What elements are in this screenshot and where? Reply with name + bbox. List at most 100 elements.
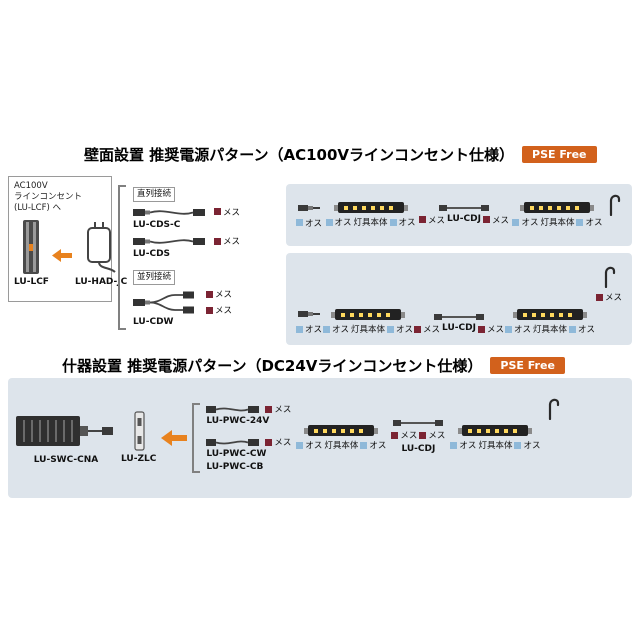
pwc-cable-icon: [206, 406, 260, 414]
male-connector-caption: オス: [323, 323, 349, 335]
female-connector-caption: メス: [391, 429, 417, 441]
male-connector-marker: [387, 325, 395, 333]
series-connection-tag: 直列接続: [133, 187, 176, 202]
pse-free-badge-top: PSE Free: [522, 146, 597, 163]
female-connector-marker: [477, 325, 485, 333]
female-connector-marker: [419, 431, 427, 439]
parallel-connection-group: 並列接続 メス メス: [133, 270, 240, 328]
bottom-section-title-row: 什器設置 推奨電源パターン（DC24Vラインコンセント仕様） PSE Free: [62, 355, 565, 376]
hook-unit: メス: [595, 262, 622, 303]
female-connector-marker: [595, 293, 603, 301]
light-bar-icon: [331, 309, 406, 320]
male-connector-marker: [360, 441, 368, 449]
cable-lu-pwc-24v: メス LU-PWC-24V: [206, 403, 291, 427]
female-connector-caption: メス: [206, 288, 232, 300]
male-label: オス: [521, 218, 539, 228]
fixture-chain-1: オス オス 灯具本体 オス メス LU-CDJ メス: [286, 184, 632, 246]
male-connector-marker: [323, 325, 330, 333]
male-label: オス: [513, 325, 531, 335]
female-connector-marker: [419, 216, 427, 223]
male-connector-marker: [325, 218, 333, 226]
male-connector-marker: [568, 325, 576, 333]
joint-label: LU-CDJ: [447, 213, 481, 224]
power-supply-unit: LU-SWC-CNA: [16, 410, 116, 466]
female-connector-caption: メス: [482, 214, 509, 226]
male-label: オス: [334, 218, 352, 228]
cds-c-label: LU-CDS-C: [133, 219, 181, 230]
cable-lu-cds: メス LU-CDS: [133, 234, 240, 260]
joint-cable-unit: メス LU-CDJ メス: [414, 314, 504, 335]
male-label: オス: [585, 218, 603, 228]
male-label: オス: [332, 325, 350, 335]
cds-label: LU-CDS: [133, 249, 171, 259]
male-connector-caption: オス: [389, 216, 416, 228]
fixture-label: 灯具本体: [351, 325, 386, 335]
hook-icon: [604, 266, 616, 288]
female-connector-marker: [214, 237, 221, 245]
male-label: オス: [398, 218, 416, 228]
bottom-section-title: 什器設置 推奨電源パターン（DC24Vラインコンセント仕様）: [62, 357, 483, 375]
pwc-24v-label: LU-PWC-24V: [206, 416, 270, 427]
fixture-label: 灯具本体: [532, 325, 567, 335]
fixture-unit: オス 灯具本体 オス: [325, 202, 416, 228]
fixture-label: 灯具本体: [540, 218, 575, 228]
ac-source-diagram: LU-LCF LU-HAD-JC: [14, 219, 127, 288]
ac-source-note: AC100V ラインコンセント (LU-LCF) へ: [14, 181, 108, 214]
cdw-female-ends: メス メス: [206, 288, 232, 316]
female-connector-marker: [265, 438, 273, 446]
male-connector-caption: オス: [514, 439, 540, 451]
hook-icon: [609, 194, 621, 216]
female-connector-caption: メス: [265, 436, 291, 448]
psu-label: LU-SWC-CNA: [33, 454, 99, 465]
male-label: オス: [369, 441, 387, 451]
cable-list: 直列接続 メス LU-CDS-C: [126, 185, 240, 330]
feed-plug-icon: [298, 311, 320, 317]
led-strip-icon: [335, 309, 402, 320]
cdw-label: LU-CDW: [133, 317, 174, 327]
male-connector-caption: オス: [568, 323, 595, 335]
cds-cable-icon: [133, 238, 205, 245]
male-connector-caption: オス: [325, 216, 352, 228]
pwc-cw-label: LU-PWC-CW: [206, 449, 267, 460]
ac-source-note-line2: ラインコンセント: [14, 192, 83, 203]
fixture-unit: オス 灯具本体 オス: [296, 425, 386, 451]
female-connector-caption: メス: [214, 206, 240, 218]
top-section-title: 壁面設置 推奨電源パターン（AC100Vラインコンセント仕様）: [84, 146, 515, 164]
male-label: オス: [459, 441, 477, 451]
female-label: メス: [223, 207, 241, 218]
cdw-cable-icon: [133, 291, 194, 313]
fixture-unit: オス 灯具本体 オス: [450, 425, 540, 451]
female-label: メス: [423, 325, 441, 335]
light-bar-icon: [333, 202, 408, 213]
pse-free-badge-bottom: PSE Free: [490, 357, 565, 374]
male-connector-marker: [296, 219, 303, 226]
female-label: メス: [274, 405, 292, 416]
pwc-cb-label: LU-PWC-CB: [206, 461, 264, 472]
cable-lu-cdw: メス メス LU-CDW: [133, 288, 232, 328]
light-bar-icon: [458, 425, 533, 436]
female-connector-caption: メス: [477, 323, 504, 335]
joint-cable-icon: [393, 420, 444, 427]
hook-unit: [606, 190, 622, 216]
series-connection-group: 直列接続 メス LU-CDS-C: [133, 187, 240, 260]
supply-cable-group: 直列接続 メス LU-CDS-C: [118, 185, 240, 331]
female-connector-marker: [414, 325, 422, 333]
male-connector-marker: [512, 218, 520, 226]
power-supply-icon: [16, 415, 113, 446]
male-label: オス: [523, 441, 541, 451]
male-connector-caption: オス: [360, 439, 386, 451]
male-connector-caption: オス: [296, 217, 322, 229]
led-strip-icon: [308, 425, 375, 436]
joint-cable-unit: メス LU-CDJ メス: [419, 204, 509, 226]
male-connector-marker: [576, 218, 584, 226]
male-label: オス: [396, 325, 414, 335]
fixture-label: 灯具本体: [478, 441, 513, 451]
ac-source-note-line1: AC100V: [14, 181, 48, 191]
top-section-title-row: 壁面設置 推奨電源パターン（AC100Vラインコンセント仕様） PSE Free: [84, 144, 597, 165]
male-connector-marker: [389, 218, 397, 226]
hook-icon: [549, 398, 560, 420]
male-connector-marker: [450, 441, 458, 449]
group-bracket: [192, 403, 201, 473]
female-connector-caption: メス: [265, 403, 291, 415]
